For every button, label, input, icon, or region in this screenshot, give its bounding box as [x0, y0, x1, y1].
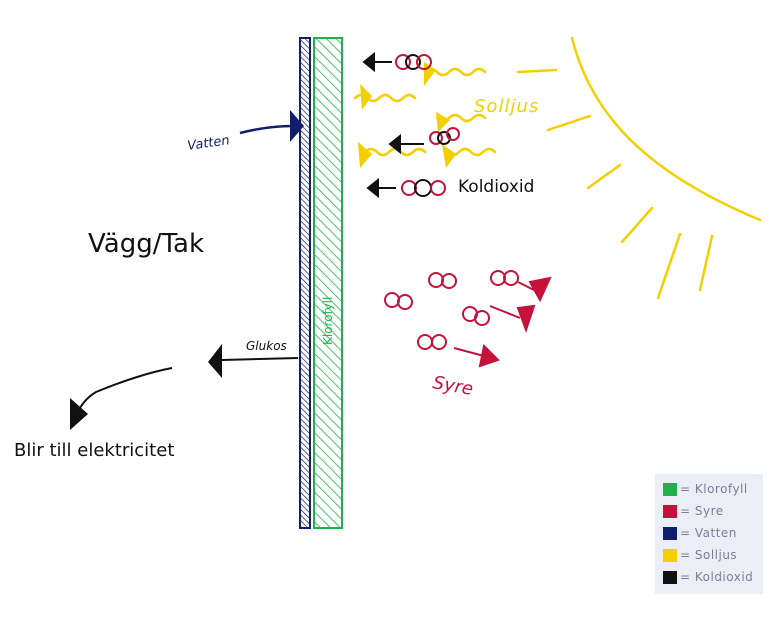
legend-label: = Vatten	[680, 526, 737, 540]
co2-arrows	[362, 51, 424, 199]
sunlight-arrowheads	[358, 62, 456, 168]
legend-label: = Koldioxid	[680, 570, 754, 584]
sun-icon	[516, 36, 762, 300]
co2-label: Koldioxid	[458, 177, 534, 197]
legend-item-co2: = Koldioxid	[663, 568, 753, 586]
glucose-arrow	[208, 344, 299, 378]
oxygen-label: Syre	[431, 372, 475, 400]
oxygen-molecule-icon	[384, 270, 519, 350]
legend-swatch	[663, 548, 677, 562]
legend-label: = Syre	[680, 504, 724, 518]
oxygen-arrows	[453, 276, 552, 368]
electricity-label: Blir till elektricitet	[14, 440, 174, 461]
water-label: Vatten	[186, 133, 230, 154]
legend-item-water: = Vatten	[663, 524, 737, 542]
legend-label: = Klorofyll	[680, 482, 748, 496]
co2-molecule-icon	[395, 54, 460, 197]
legend: = Klorofyll = Syre = Vatten = Solljus = …	[655, 474, 763, 594]
legend-item-chlorophyll: = Klorofyll	[663, 480, 748, 498]
electricity-arrow	[70, 367, 173, 430]
legend-item-sunlight: = Solljus	[663, 546, 737, 564]
legend-item-oxygen: = Syre	[663, 502, 724, 520]
chlorophyll-label: Klorofyll	[321, 297, 335, 345]
legend-swatch	[663, 482, 677, 496]
legend-swatch	[663, 504, 677, 518]
legend-swatch	[663, 526, 677, 540]
sunlight-label: Solljus	[474, 96, 539, 117]
wall-label: Vägg/Tak	[88, 229, 204, 259]
chlorophyll-layer	[313, 37, 343, 529]
water-arrow	[239, 110, 304, 142]
glucose-label: Glukos	[246, 339, 287, 353]
legend-label: = Solljus	[680, 548, 738, 562]
wall-water-layer	[299, 37, 311, 529]
legend-swatch	[663, 570, 677, 584]
